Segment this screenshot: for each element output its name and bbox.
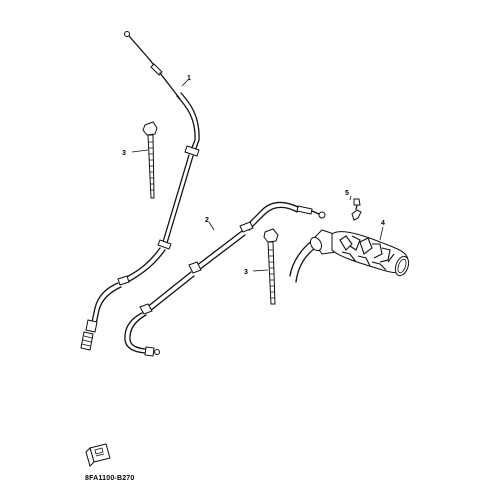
callout-3-right: 3 xyxy=(244,269,248,276)
callout-2: 2 xyxy=(205,217,209,224)
callout-3-left: 3 xyxy=(122,150,126,157)
clip[interactable] xyxy=(351,198,362,221)
cable-tie-right[interactable] xyxy=(263,228,279,305)
grip[interactable] xyxy=(289,229,411,283)
manual-logo-icon xyxy=(85,443,111,467)
callout-5: 5 xyxy=(345,190,349,197)
footer-code: 8FA1100-B270 xyxy=(85,475,135,482)
cable-tie-left[interactable] xyxy=(142,121,158,199)
throttle-cable[interactable] xyxy=(80,31,200,351)
callout-4: 4 xyxy=(381,220,385,227)
callout-1: 1 xyxy=(187,75,191,82)
choke-cable[interactable] xyxy=(124,201,326,357)
